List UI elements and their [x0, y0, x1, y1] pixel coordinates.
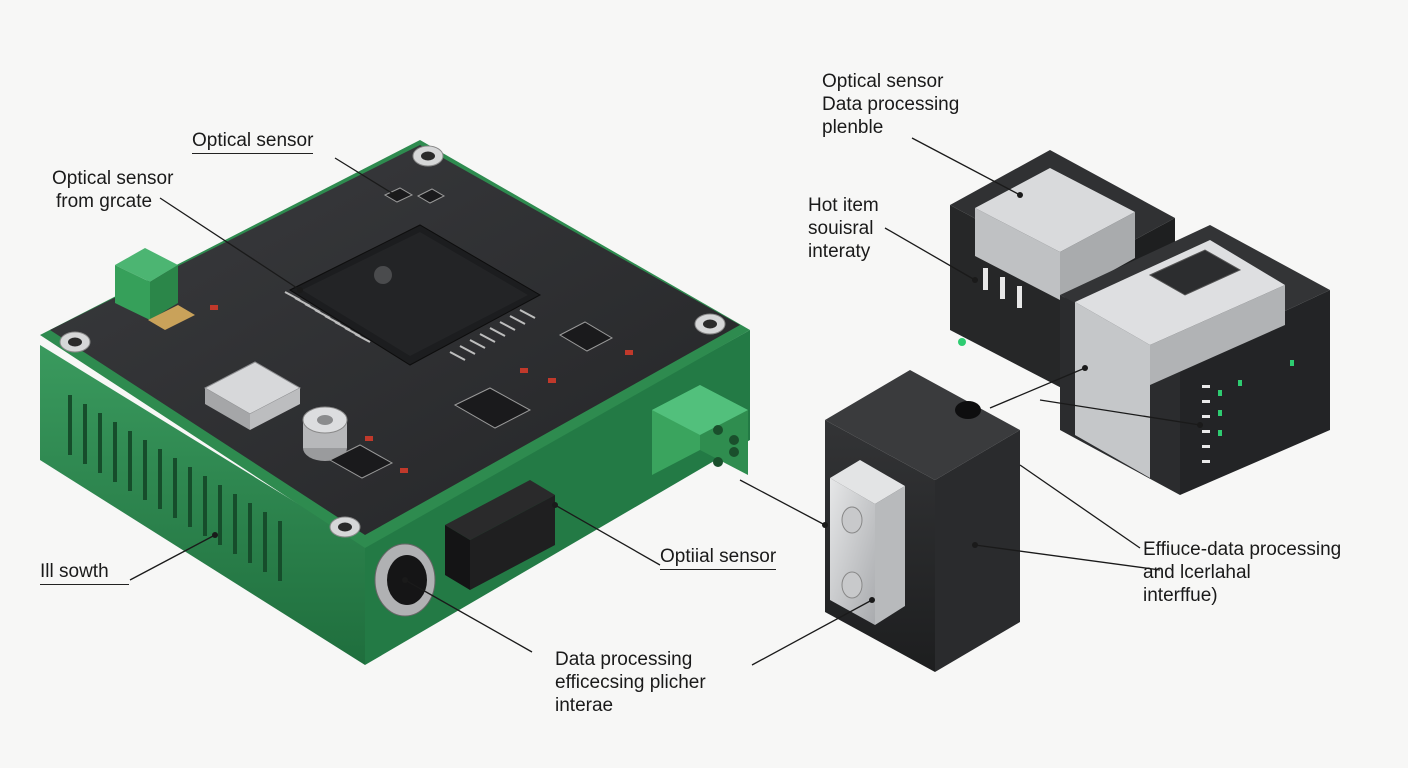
leader-lines — [129, 137, 1201, 666]
label-line-3: interaty — [808, 241, 871, 262]
vent-slots — [68, 395, 282, 581]
capacitor — [302, 406, 348, 461]
label-line-2: Data processing — [822, 94, 960, 115]
label-text: Optiial sensor — [660, 545, 777, 570]
label-line-2: and lcerlahal — [1143, 562, 1251, 583]
label-text: Ill sowth — [40, 560, 129, 585]
label-line-3: interffue) — [1143, 585, 1218, 606]
label-bottom-data-processing: Data processing efficecsing plicher inte… — [555, 648, 706, 717]
smd-resistors — [210, 305, 633, 473]
small-ic — [328, 187, 614, 479]
side-terminal-connector — [652, 385, 748, 475]
label-switch: Ill sowth — [40, 560, 129, 585]
label-line-1: Optical sensor — [822, 71, 944, 92]
label-line-3: interae — [555, 695, 614, 716]
label-hot-item: Hot item souisral interaty — [808, 194, 879, 263]
label-line-1: Hot item — [808, 195, 879, 216]
label-line-3: plenble — [822, 117, 884, 138]
leader-dots — [212, 192, 1203, 603]
mounting-holes — [59, 145, 726, 538]
label-effiuce-data-processing: Effiuce-data processing and lcerlahal in… — [1143, 538, 1341, 607]
terminal-connector — [115, 248, 195, 330]
label-mid-optical-sensor: Optiial sensor — [660, 545, 777, 570]
microcontroller-chip — [284, 224, 542, 366]
header-connector — [445, 480, 555, 590]
sensor-module — [825, 370, 1020, 672]
label-line-2: from grcate — [56, 191, 153, 212]
label-line-2: efficecsing plicher — [555, 672, 706, 693]
processing-module-front — [1060, 225, 1330, 495]
label-line-1: Effiuce-data processing — [1143, 539, 1342, 560]
label-text: Optical sensor — [192, 129, 314, 154]
enclosure-left-side — [40, 345, 365, 665]
crystal-oscillator — [203, 361, 302, 430]
label-line-2: souisral — [808, 218, 874, 239]
label-line-1: Data processing — [555, 649, 693, 670]
label-top-right-optical-sensor: Optical sensor Data processing plenble — [822, 70, 959, 139]
label-top-optical-sensor: Optical sensor — [192, 129, 314, 154]
label-left-optical-sensor: Optical sensor from grcate — [52, 167, 173, 213]
label-line-1: Optical sensor — [52, 168, 174, 189]
pcb-assembly — [40, 140, 750, 665]
